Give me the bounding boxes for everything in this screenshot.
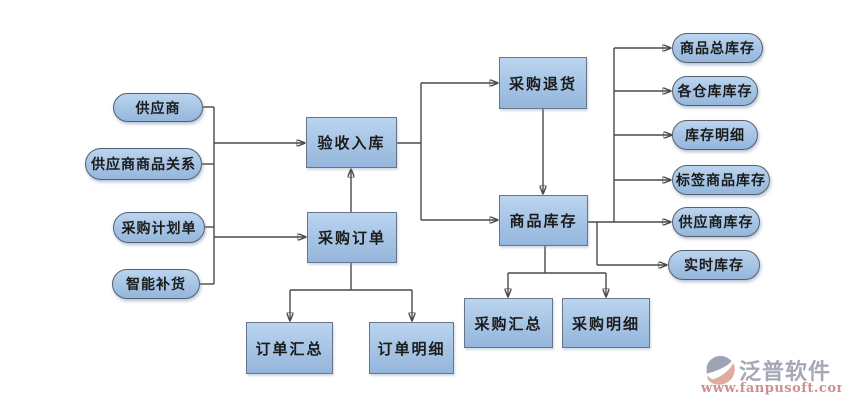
- brand-watermark: 泛普软件 www.fanpusoft.com: [700, 352, 842, 398]
- brand-url: www.fanpusoft.com: [701, 381, 842, 396]
- node-supplier: 供应商: [113, 93, 203, 122]
- node-purchase-return: 采购退货: [499, 57, 587, 109]
- node-inventory-detail: 库存明细: [672, 120, 758, 150]
- fanpu-logo-icon: [706, 355, 735, 385]
- node-order-summary: 订单汇总: [246, 322, 333, 374]
- node-supplier-product-relation: 供应商商品关系: [85, 148, 202, 180]
- node-purchase-plan: 采购计划单: [113, 212, 205, 243]
- node-realtime-inventory: 实时库存: [668, 250, 760, 280]
- node-supplier-inventory: 供应商库存: [672, 207, 760, 237]
- node-purchase-detail: 采购明细: [562, 298, 650, 348]
- node-warehouse-inventory: 各仓库库存: [672, 76, 758, 106]
- node-tagged-goods-inventory: 标签商品库存: [672, 165, 770, 195]
- node-total-goods-inventory: 商品总库存: [672, 33, 763, 63]
- brand-name: 泛普软件: [739, 360, 832, 385]
- node-goods-inventory: 商品库存: [499, 195, 588, 246]
- node-order-detail: 订单明细: [369, 322, 454, 374]
- node-smart-replenish: 智能补货: [112, 269, 200, 299]
- node-purchase-summary: 采购汇总: [464, 298, 553, 348]
- node-acceptance-inbound: 验收入库: [306, 117, 397, 168]
- node-purchase-order: 采购订单: [307, 212, 397, 263]
